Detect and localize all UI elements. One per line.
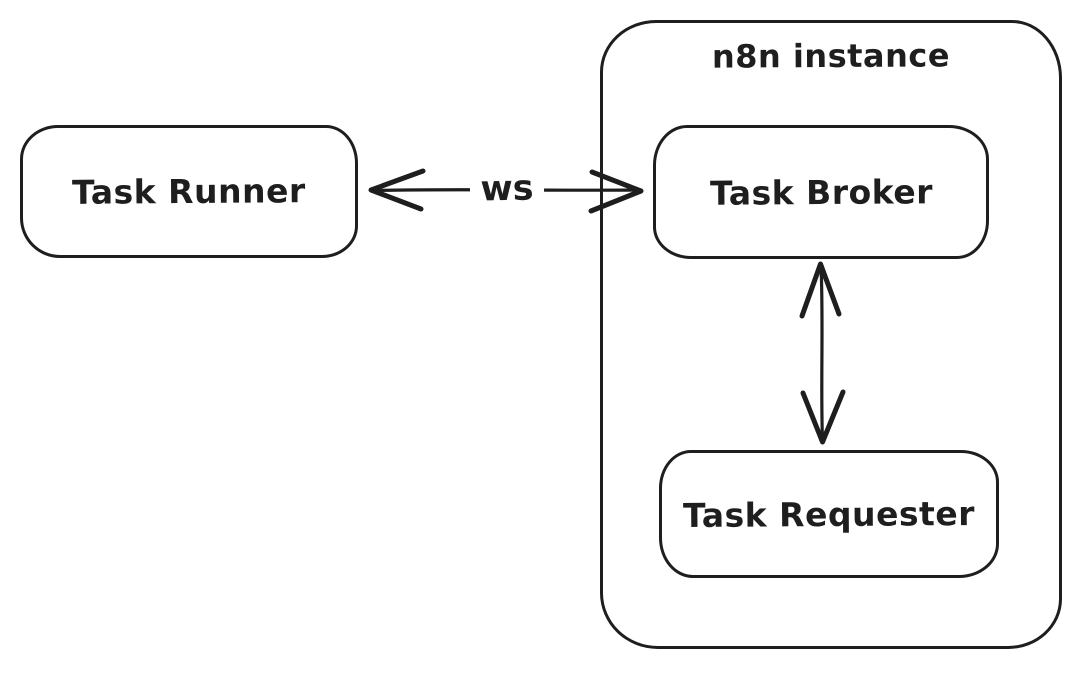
node-task-broker-label: Task Broker bbox=[709, 171, 933, 213]
node-task-requester-label: Task Requester bbox=[682, 493, 976, 535]
container-n8n-instance-label: n8n instance bbox=[711, 36, 951, 76]
node-task-requester: Task Requester bbox=[659, 450, 999, 578]
node-task-runner-label: Task Runner bbox=[72, 171, 306, 212]
node-task-broker: Task Broker bbox=[653, 125, 989, 259]
node-task-runner: Task Runner bbox=[20, 125, 358, 258]
edge-label-ws: ws bbox=[469, 164, 545, 214]
